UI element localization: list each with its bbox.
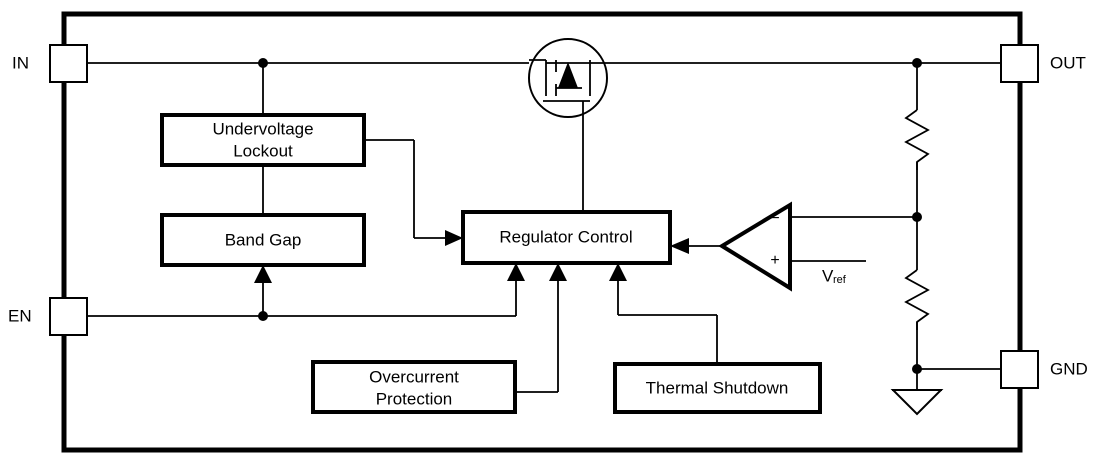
block-regulator-control[interactable] [461, 210, 672, 265]
vref-subscript: ref [833, 274, 847, 286]
pin-pad-gnd[interactable] [1000, 350, 1039, 389]
chip-boundary [61, 11, 1023, 453]
arrow-en-into-band-gap [254, 265, 272, 283]
block-label-undervoltage-lockout-line2: Lockout [233, 141, 293, 160]
block-overcurrent-protection[interactable] [311, 360, 517, 414]
block-label-undervoltage-lockout-line1: Undervoltage [212, 119, 313, 138]
arrow-ocp-into-regulator-control [549, 263, 567, 281]
error-amplifier-body[interactable] [718, 201, 792, 292]
pmos-body-arrow [558, 62, 578, 88]
pin-pad-out[interactable] [1000, 44, 1039, 83]
lower-feedback-resistor [904, 269, 930, 330]
upper-feedback-resistor [904, 109, 930, 170]
arrow-tsd-into-regulator-control [609, 263, 627, 281]
pin-pad-in[interactable] [49, 44, 88, 83]
error-amplifier-plus-input-label: + [770, 252, 779, 269]
block-label-overcurrent-protection-line1: Overcurrent [369, 367, 459, 386]
pmos-pass-transistor-circle [528, 38, 608, 118]
pin-label-gnd: GND [1050, 359, 1088, 378]
pin-label-out: OUT [1050, 53, 1086, 72]
block-thermal-shutdown[interactable] [613, 362, 822, 414]
pin-label-in: IN [12, 53, 29, 72]
pin-pad-en[interactable] [49, 297, 88, 336]
block-band-gap[interactable] [160, 213, 366, 267]
block-label-overcurrent-protection-line2: Protection [376, 389, 453, 408]
block-label-band-gap: Band Gap [225, 230, 302, 249]
arrow-uvlo-into-regulator-control [445, 230, 463, 246]
arrow-en-into-regulator-control [507, 263, 525, 281]
block-label-thermal-shutdown: Thermal Shutdown [646, 378, 789, 397]
vref-label: V [822, 266, 834, 285]
error-amplifier-minus-input-label: − [770, 210, 779, 227]
block-label-regulator-control: Regulator Control [499, 227, 632, 246]
pin-label-en: EN [8, 306, 32, 325]
ground-symbol [890, 389, 944, 416]
arrow-amp-into-regulator-control [670, 238, 689, 254]
